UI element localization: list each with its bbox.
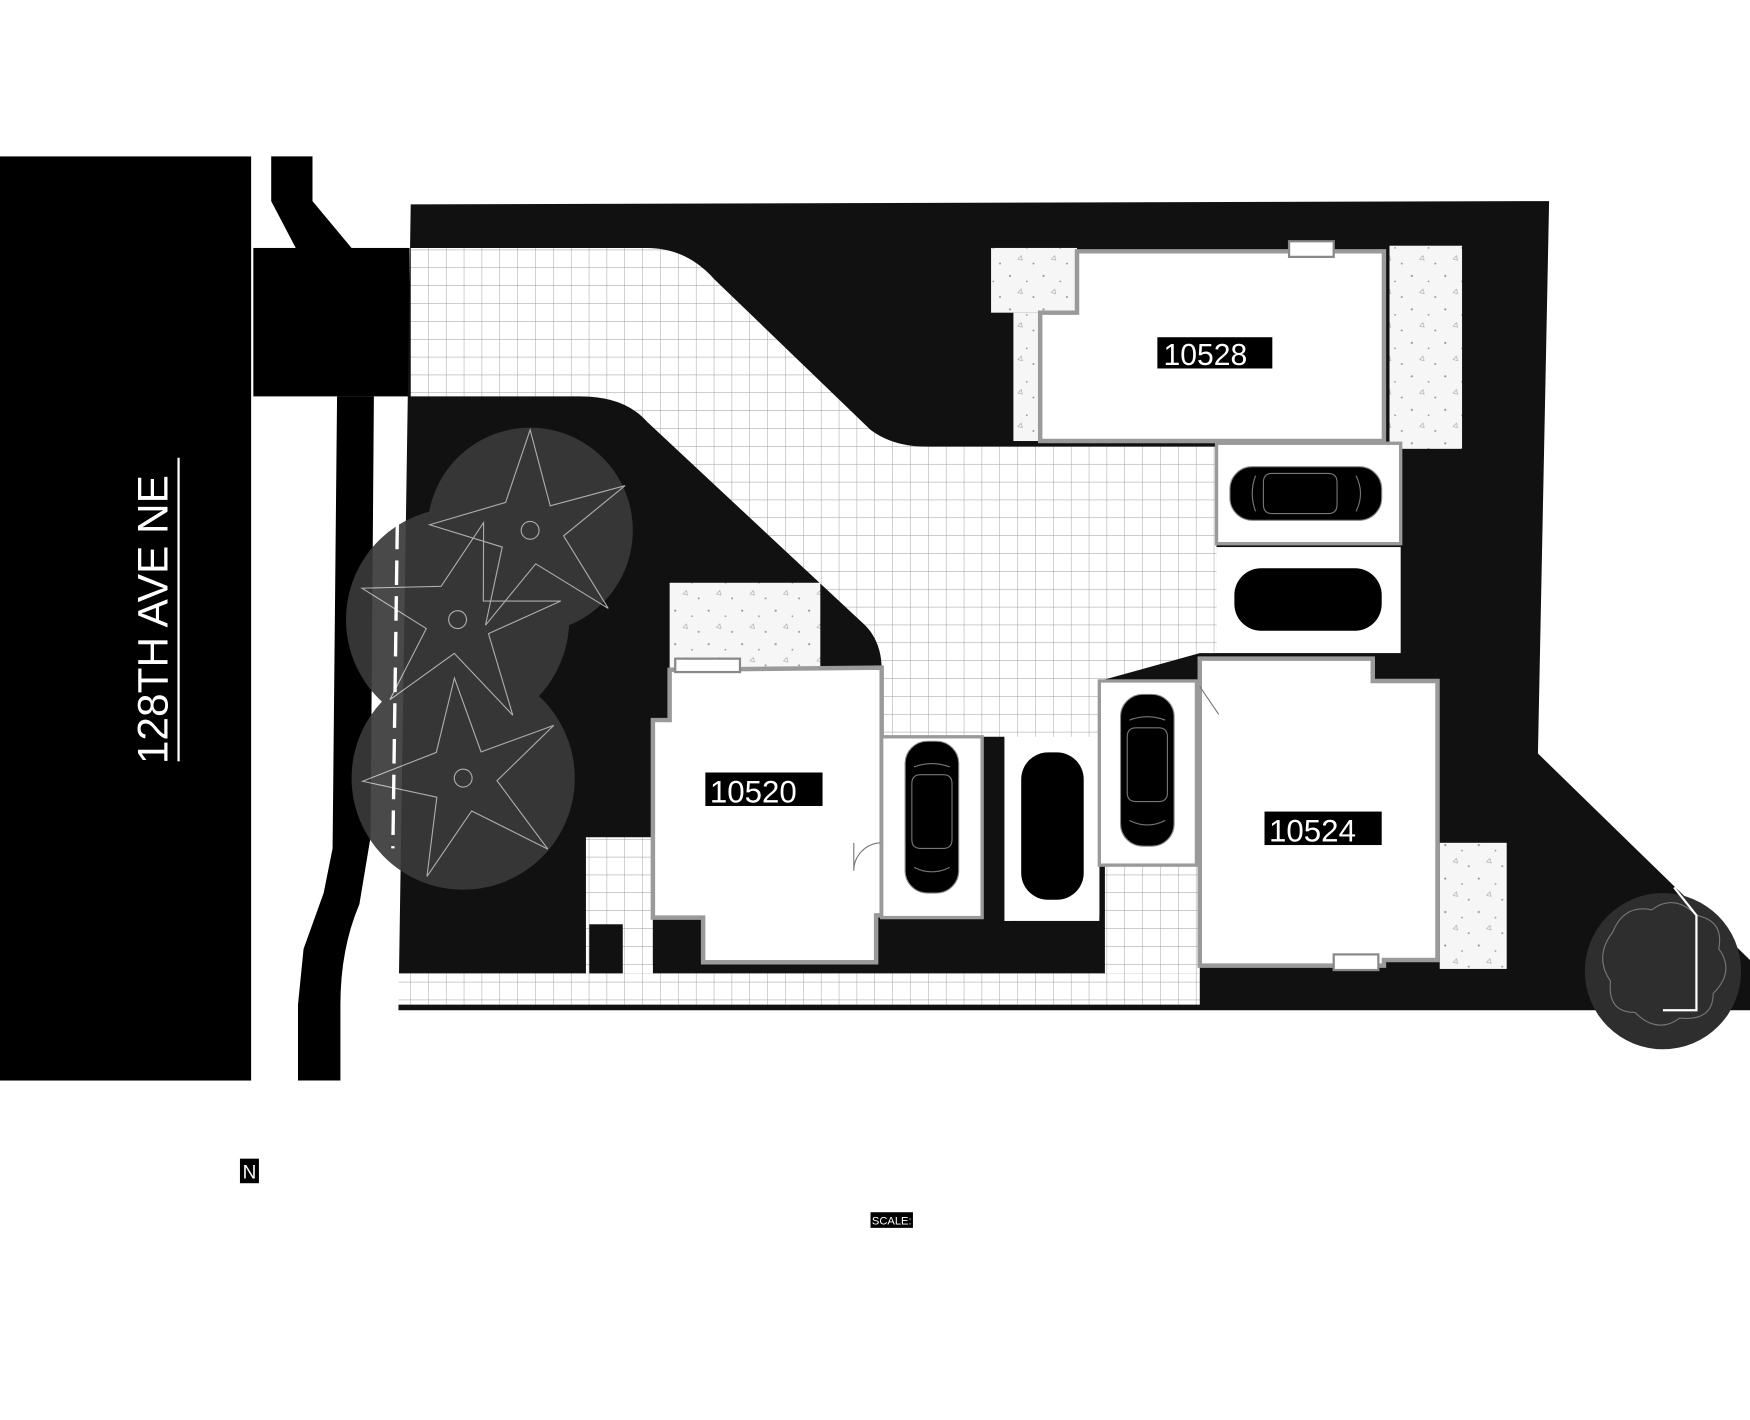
car-icon: [1234, 568, 1382, 631]
north-arrow: [239, 1158, 259, 1184]
patio-10528-east: [1389, 245, 1463, 449]
parking-stall: [880, 735, 984, 920]
tree-icon: [1584, 886, 1742, 1050]
building-10528: 10528: [1037, 240, 1387, 444]
parking-stall: [1216, 547, 1401, 654]
paved-walk-south: [398, 973, 1200, 1005]
scale-label: SCALE:: [872, 1216, 912, 1228]
patio-10524: [1439, 842, 1507, 969]
window-icon: [674, 657, 742, 674]
patio-10528-side: [1013, 312, 1041, 442]
road-128th-ave-ne: [0, 156, 252, 1081]
car-icon: [1229, 466, 1383, 521]
car-icon: [1021, 752, 1084, 900]
building-10524: 10524: [1197, 656, 1440, 972]
utility-box: [589, 924, 623, 974]
tree-icon: [351, 666, 575, 890]
parking-stall: [1004, 736, 1100, 921]
unit-label-10520: 10520: [710, 775, 797, 810]
scale-box: [870, 1212, 913, 1228]
driveway-apron: [253, 247, 410, 397]
parking-stall: [1214, 441, 1403, 546]
parking-stall: [1097, 679, 1199, 867]
patio-10528-west: [991, 247, 1078, 313]
building-10520: 10520: [650, 657, 884, 965]
street-name-label: 128TH AVE NE: [129, 475, 176, 764]
door-swing-icon: [1199, 686, 1220, 715]
paved-patch: [1104, 865, 1200, 974]
window-icon: [1332, 953, 1380, 972]
car-icon: [904, 740, 960, 894]
unit-label-10524: 10524: [1269, 814, 1356, 849]
north-label: N: [243, 1163, 257, 1184]
sidewalk: [297, 396, 374, 1081]
tree-canopy: [335, 427, 633, 890]
sidewalk-north: [271, 156, 352, 248]
property-line: [391, 524, 399, 849]
utility-box: [652, 917, 704, 965]
door-swing-icon: [853, 842, 882, 871]
window-icon: [1287, 240, 1335, 258]
unit-label-10528: 10528: [1163, 339, 1247, 372]
car-icon: [1119, 693, 1175, 847]
patio-10520: [669, 582, 821, 668]
